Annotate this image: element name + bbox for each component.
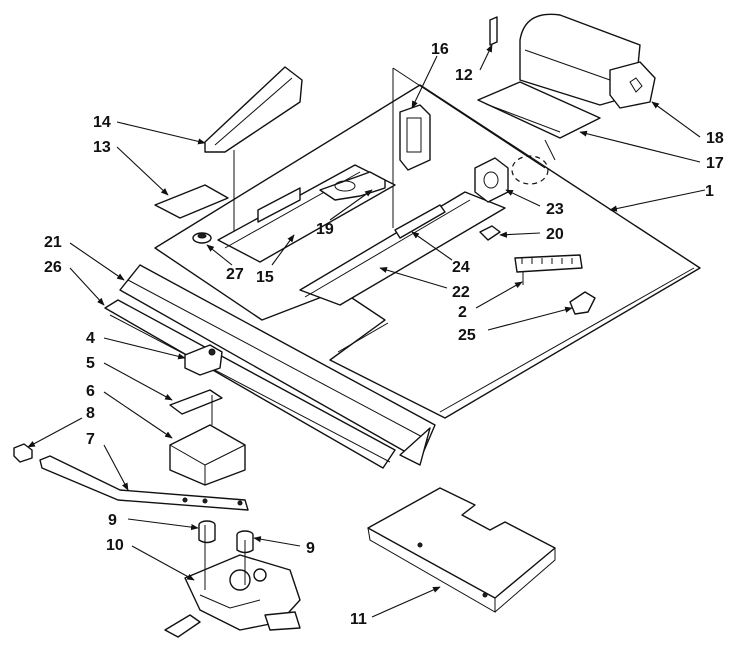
- reference-lines: [233, 67, 556, 240]
- blower-18: [519, 13, 656, 109]
- plate-13: [154, 184, 229, 219]
- callout-18: 18: [706, 130, 724, 147]
- callout-15: 15: [256, 269, 274, 286]
- callout-16: 16: [431, 41, 449, 58]
- knob-8: [13, 443, 33, 463]
- plate-5: [169, 389, 223, 415]
- callout-9-right: 9: [306, 540, 315, 557]
- front-rail-21: [119, 264, 436, 466]
- spacer-9-left: [198, 520, 216, 544]
- duct-16: [399, 104, 431, 171]
- callout-1: 1: [705, 183, 714, 200]
- access-plate-11: [367, 487, 556, 613]
- bracket-17: [477, 81, 601, 139]
- callout-24: 24: [452, 259, 470, 276]
- callout-12: 12: [455, 67, 473, 84]
- callout-labels: 1 2 4 5 6 7 8 9 9 10 11 12 13 14 15 16 1…: [44, 41, 724, 628]
- link-rod-7: [39, 455, 249, 511]
- callout-27: 27: [226, 266, 244, 283]
- callout-22: 22: [452, 284, 470, 301]
- leader-lines: [27, 44, 706, 618]
- dashed-opening: [511, 155, 549, 185]
- clamp-25: [569, 291, 596, 315]
- bracket-14: [204, 66, 303, 153]
- front-rail-26: [104, 299, 396, 469]
- callout-23: 23: [546, 201, 564, 218]
- box-6: [169, 395, 246, 486]
- callout-19: 19: [316, 221, 334, 238]
- callout-2: 2: [458, 304, 467, 321]
- switch-4: [184, 344, 223, 376]
- callout-14: 14: [93, 114, 111, 131]
- callout-10: 10: [106, 537, 124, 554]
- channel-22: [299, 191, 506, 306]
- callout-25: 25: [458, 327, 476, 344]
- callout-26: 26: [44, 259, 62, 276]
- callout-13: 13: [93, 139, 111, 156]
- callout-5: 5: [86, 355, 95, 372]
- callout-9-left: 9: [108, 512, 117, 529]
- callout-17: 17: [706, 155, 724, 172]
- terminal-block-2: [514, 254, 583, 285]
- callout-11: 11: [350, 611, 367, 628]
- grommet-27: [192, 232, 212, 244]
- callout-8: 8: [86, 405, 95, 422]
- clip-12: [489, 16, 498, 46]
- callout-4: 4: [86, 330, 95, 347]
- callout-20: 20: [546, 226, 564, 243]
- latch-mechanism-10: [164, 525, 301, 638]
- callout-6: 6: [86, 383, 95, 400]
- callout-7: 7: [86, 431, 95, 448]
- callout-21: 21: [44, 234, 62, 251]
